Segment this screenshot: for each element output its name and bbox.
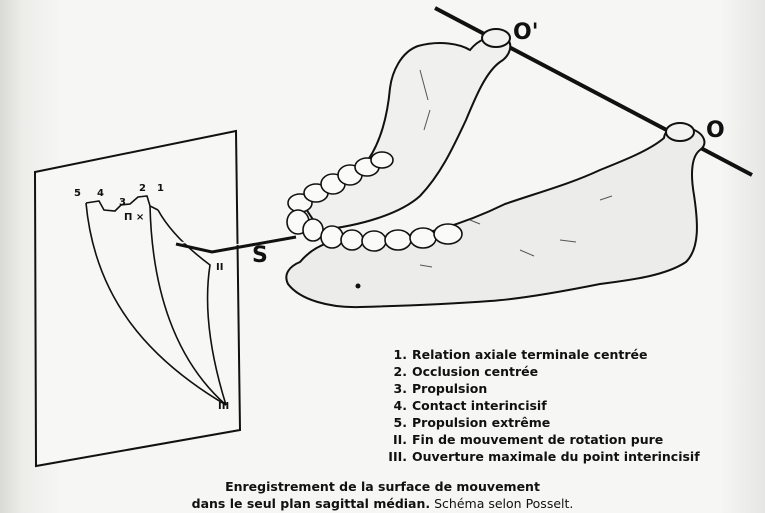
point-5-label: 5 bbox=[74, 188, 81, 199]
point-III-label: III bbox=[218, 401, 229, 412]
legend-item: III.Ouverture maximale du point interinc… bbox=[381, 448, 700, 465]
point-1-label: 1 bbox=[157, 183, 164, 194]
point-4-label: 4 bbox=[97, 188, 104, 199]
point-3-label: 3 bbox=[119, 197, 126, 208]
recording-plate bbox=[35, 131, 240, 466]
mental-foramen bbox=[356, 284, 361, 289]
condyle-label-upper: O' bbox=[513, 20, 538, 45]
condyle-label-lower: O bbox=[706, 118, 725, 143]
point-II-label: II bbox=[216, 262, 223, 273]
figure-caption: Enregistrement de la surface de mouvemen… bbox=[0, 478, 765, 512]
point-2-label: 2 bbox=[139, 183, 146, 194]
legend: 1.Relation axiale terminale centrée 2.Oc… bbox=[381, 346, 700, 465]
point-mark-label: Π × bbox=[124, 212, 144, 223]
caption-line-2-rest: Schéma selon Posselt. bbox=[430, 496, 573, 511]
condyle-lower bbox=[666, 123, 694, 141]
mandible-ramus bbox=[300, 37, 510, 230]
caption-line-2-bold: dans le seul plan sagittal médian. bbox=[192, 496, 431, 511]
caption-line-1: Enregistrement de la surface de mouvemen… bbox=[0, 478, 765, 495]
legend-item: 2.Occlusion centrée bbox=[381, 363, 700, 380]
legend-item: 1.Relation axiale terminale centrée bbox=[381, 346, 700, 363]
stylus-label: S bbox=[252, 243, 268, 268]
legend-item: 5.Propulsion extrême bbox=[381, 414, 700, 431]
hinge-axis-rod bbox=[435, 8, 752, 175]
legend-item: 4.Contact interincisif bbox=[381, 397, 700, 414]
condyle-upper bbox=[482, 29, 510, 47]
legend-item: 3.Propulsion bbox=[381, 380, 700, 397]
caption-line-2: dans le seul plan sagittal médian. Schém… bbox=[0, 495, 765, 512]
legend-item: II.Fin de mouvement de rotation pure bbox=[381, 431, 700, 448]
